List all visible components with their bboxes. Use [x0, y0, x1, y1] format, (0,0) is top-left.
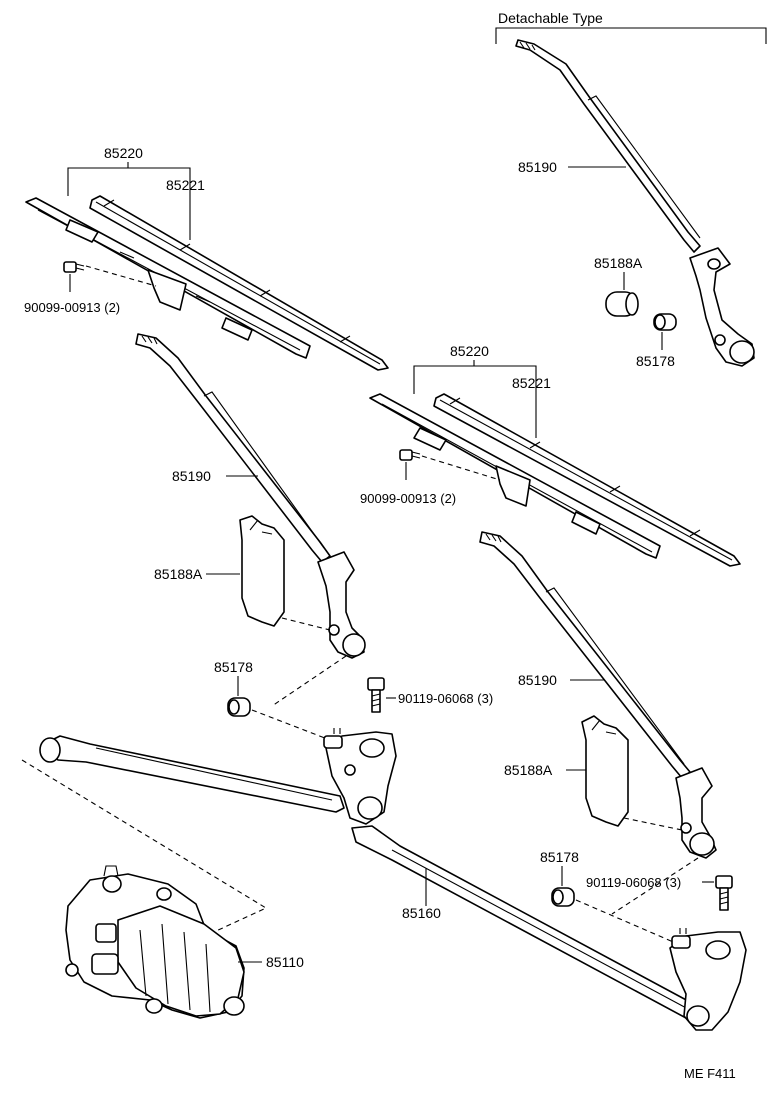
- label-nut-right: 85178: [540, 849, 579, 865]
- screw-right: [399, 449, 421, 461]
- label-arm-right: 85190: [518, 672, 557, 688]
- cover-detachable: [605, 291, 639, 317]
- wiper-blade-insert-right: [433, 393, 741, 567]
- detachable-type-label: Detachable Type: [498, 10, 603, 26]
- bolt-right: [715, 875, 733, 911]
- label-blade-insert-left: 85221: [166, 177, 205, 193]
- label-blade-assy-left: 85220: [104, 145, 143, 161]
- wiper-arm-right: [479, 531, 717, 859]
- label-blade-insert-right: 85221: [512, 375, 551, 391]
- label-cover-detachable: 85188A: [594, 255, 643, 271]
- detachable-wiper-arm: [515, 39, 755, 367]
- label-arm-left: 85190: [172, 468, 211, 484]
- nut-left: [227, 697, 251, 717]
- cover-right: [581, 715, 629, 827]
- nut-right: [551, 887, 575, 907]
- label-nut-left: 85178: [214, 659, 253, 675]
- label-arm-detachable: 85190: [518, 159, 557, 175]
- bolt-left: [367, 677, 385, 713]
- detachable-type-bracket: Detachable Type: [495, 10, 767, 44]
- wiper-blade-insert-left: [89, 195, 389, 371]
- label-cover-right: 85188A: [504, 762, 553, 778]
- label-bolt-left: 90119-06068 (3): [398, 691, 493, 706]
- label-motor: 85110: [266, 954, 304, 970]
- label-nut-detachable: 85178: [636, 353, 675, 369]
- nut-detachable: [653, 313, 677, 331]
- cover-left: [239, 515, 285, 627]
- label-screw-right: 90099-00913 (2): [360, 491, 456, 506]
- wiper-motor: [65, 865, 245, 1019]
- label-cover-left: 85188A: [154, 566, 203, 582]
- wiper-blade-left: [25, 197, 311, 359]
- wiper-blade-right: [369, 393, 661, 559]
- label-bolt-right: 90119-06068 (3): [586, 875, 681, 890]
- label-link-assy: 85160: [402, 905, 441, 921]
- wiper-arm-left: [135, 333, 366, 659]
- wiper-link-assembly: [39, 728, 747, 1031]
- label-screw-left: 90099-00913 (2): [24, 300, 120, 315]
- label-blade-assy-right: 85220: [450, 343, 489, 359]
- screw-left: [63, 261, 85, 273]
- diagram-code: ME F411: [684, 1066, 736, 1081]
